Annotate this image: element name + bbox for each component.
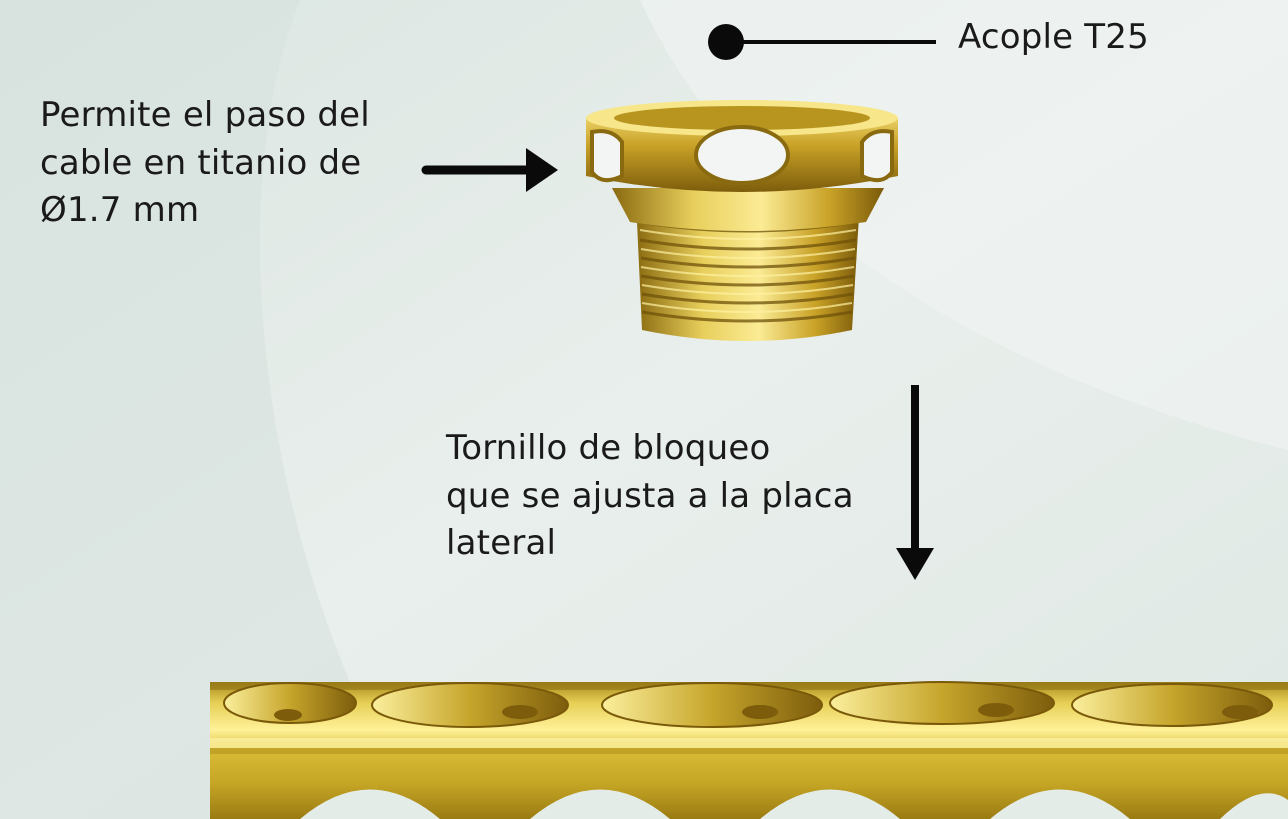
cable-arrow bbox=[421, 148, 558, 192]
acople-pointer bbox=[708, 24, 936, 60]
locking-screw-image bbox=[586, 100, 898, 341]
background-curve bbox=[0, 0, 420, 819]
tornillo-arrow bbox=[896, 385, 934, 580]
lateral-plate-image bbox=[210, 681, 1288, 819]
acople-label: Acople T25 bbox=[958, 17, 1149, 57]
locking-screw-label: Tornillo de bloqueo que se ajusta a la p… bbox=[446, 428, 854, 564]
cable-passage-label: Permite el paso del cable en titanio de … bbox=[40, 95, 370, 231]
